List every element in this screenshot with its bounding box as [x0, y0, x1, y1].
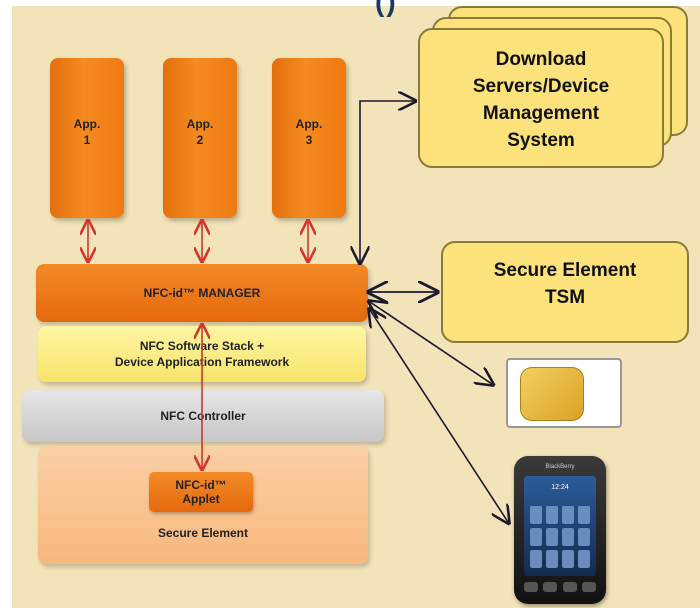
app-1-number: 1: [83, 133, 91, 147]
left-border: [0, 0, 12, 608]
manager-download-arrow: [360, 101, 414, 262]
nfc-controller-layer: NFC Controller: [22, 390, 384, 442]
tsm-line-2: TSM: [544, 287, 586, 308]
app-2-number: 2: [196, 133, 204, 147]
download-line-4: System: [507, 130, 575, 151]
nfc-software-stack-layer: NFC Software Stack + Device Application …: [38, 326, 366, 382]
app-2-label: App.: [186, 117, 214, 131]
software-stack-line-1: NFC Software Stack +: [139, 339, 265, 353]
phone-brand-label: BlackBerry: [545, 464, 575, 470]
secure-element-tsm-box: Secure Element TSM: [441, 241, 689, 343]
app-1-label: App.: [73, 117, 101, 131]
nfc-id-applet-box: NFC-id™ Applet: [149, 472, 253, 512]
secure-element-label: Secure Element: [157, 526, 249, 540]
phone-time-label: 12:24: [551, 484, 569, 491]
tsm-line-1: Secure Element: [493, 260, 637, 281]
phone-screen: 12:24: [524, 476, 596, 576]
download-servers-box: Download Servers/Device Management Syste…: [418, 28, 664, 168]
app-3-box: App. 3: [272, 58, 346, 218]
app-3-label: App.: [295, 117, 323, 131]
applet-line-1: NFC-id™: [175, 478, 227, 492]
download-line-3: Management: [482, 103, 600, 124]
software-stack-line-2: Device Application Framework: [114, 355, 290, 369]
top-border: [0, 0, 700, 6]
applet-line-2: Applet: [182, 492, 220, 506]
sim-chip-icon: [520, 367, 584, 421]
download-line-2: Servers/Device: [472, 76, 610, 97]
smartphone-image: BlackBerry 12:24: [514, 456, 606, 604]
app-2-box: App. 2: [163, 58, 237, 218]
secure-element-layer: NFC-id™ Applet Secure Element: [38, 446, 368, 564]
app-1-box: App. 1: [50, 58, 124, 218]
heading-fragment: (): [375, 0, 398, 17]
nfc-id-manager-label: NFC-id™ MANAGER: [143, 286, 261, 300]
nfc-controller-label: NFC Controller: [160, 409, 246, 423]
app-3-number: 3: [305, 133, 313, 147]
download-line-1: Download: [495, 49, 587, 70]
phone-keypad: [524, 582, 596, 596]
nfc-id-manager-layer: NFC-id™ MANAGER: [36, 264, 368, 322]
sim-card-image: [506, 358, 622, 428]
phone-app-icons: [530, 506, 590, 568]
